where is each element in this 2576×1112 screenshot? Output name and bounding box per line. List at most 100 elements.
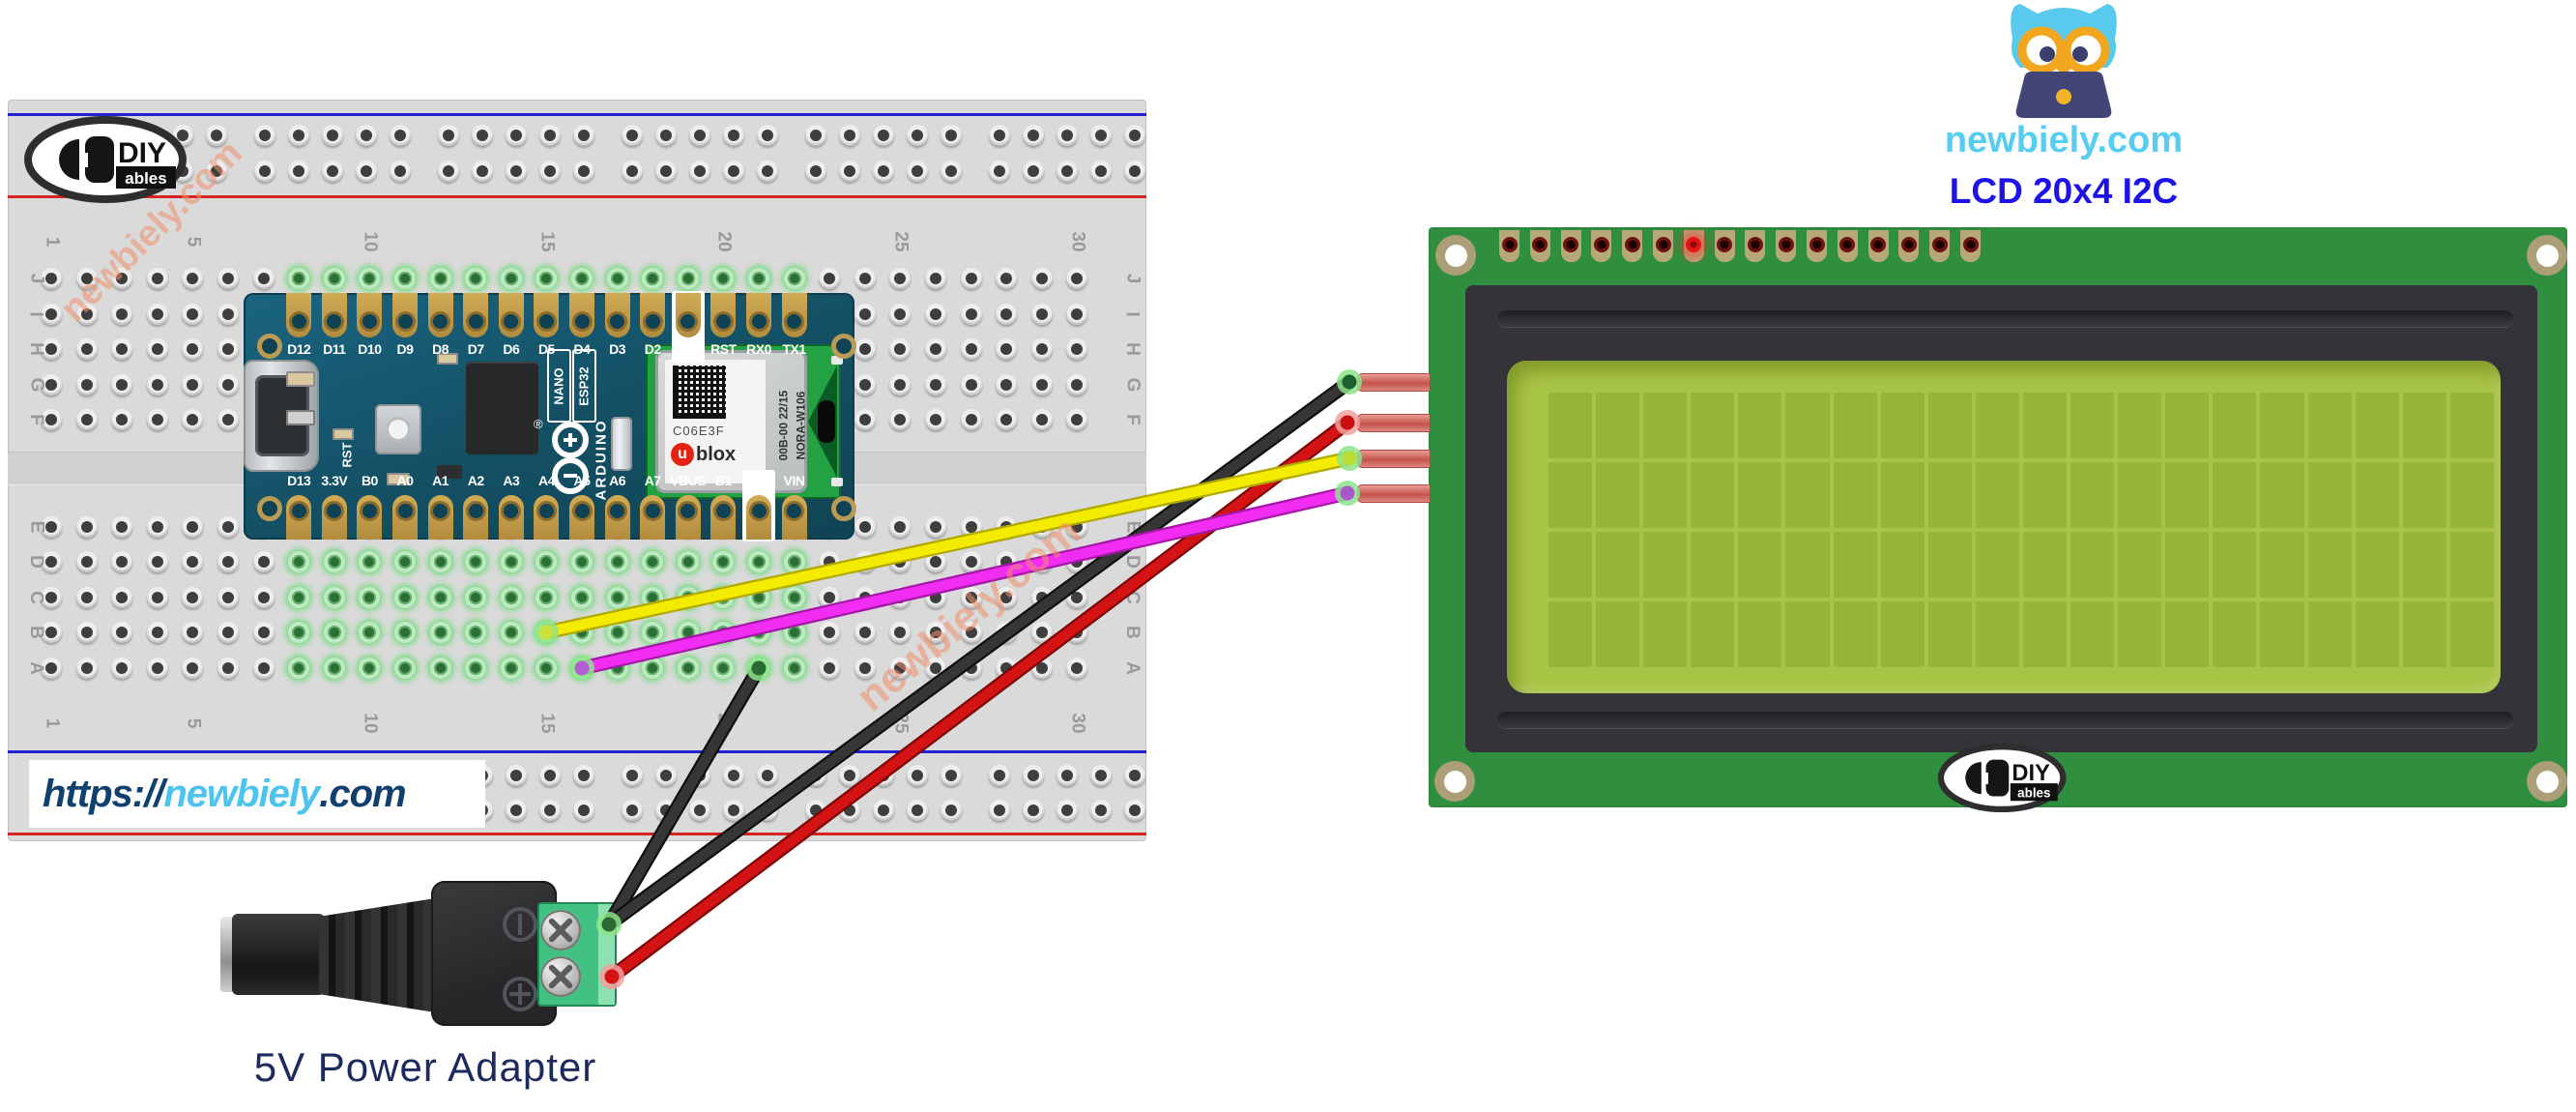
breadboard-hole (1030, 409, 1053, 430)
mount-hole (1435, 235, 1476, 276)
breadboard-hole-connected (323, 622, 345, 643)
char-cell (1596, 462, 1640, 528)
breadboard-hole (889, 268, 912, 289)
breadboard-hole-connected (642, 551, 664, 572)
lcd-header-pad (1529, 230, 1550, 262)
char-cell (2355, 462, 2399, 528)
breadboard-hole (75, 622, 98, 643)
breadboard-hole (539, 765, 561, 786)
pin-label: D3 (609, 341, 626, 357)
breadboard-hole (111, 268, 133, 289)
lcd-header-pad (1837, 230, 1858, 262)
wire-tip (1340, 415, 1355, 430)
breadboard-hole (573, 765, 594, 786)
char-cell (2118, 532, 2162, 598)
breadboard-hole (757, 125, 778, 146)
breadboard-hole (75, 338, 98, 360)
char-cell (1738, 462, 1782, 528)
char-cell (2165, 462, 2210, 528)
breadboard-hole (941, 161, 962, 182)
wire-tip (601, 917, 617, 932)
breadboard-hole-connected (465, 587, 487, 608)
breadboard-hole (854, 374, 876, 395)
breadboard-hole (573, 161, 594, 182)
char-cell (2307, 462, 2352, 528)
breadboard-hole (252, 268, 275, 289)
breadboard-hole (622, 125, 643, 146)
char-cell (2118, 601, 2162, 667)
breadboard-hole-connected (677, 268, 699, 289)
arduino-logo (552, 422, 589, 494)
arduino-pin-rst (710, 293, 737, 337)
breadboard-hole (252, 658, 275, 679)
breadboard-hole (960, 622, 982, 643)
i2c-pin (1357, 450, 1431, 468)
breadboard-hole (907, 800, 928, 821)
arduino-pin-a0 (392, 495, 418, 540)
breadboard-hole-connected (465, 268, 487, 289)
char-cell (2022, 393, 2068, 458)
char-cell (2213, 462, 2257, 528)
char-cell (2307, 532, 2352, 598)
char-cell (1975, 393, 2019, 458)
breadboard-hole (996, 338, 1018, 360)
breadboard-hole (573, 125, 594, 146)
arduino-pin-a6 (604, 495, 630, 540)
char-cell (1548, 462, 1593, 528)
pin-label: RX0 (746, 341, 771, 357)
breadboard-hole (989, 800, 1010, 821)
breadboard-hole (111, 587, 133, 608)
mcu-chip (466, 362, 538, 454)
char-cell (2449, 601, 2494, 667)
char-cell (2213, 532, 2257, 598)
pin-label: D5 (537, 341, 555, 357)
char-cell (1833, 532, 1877, 598)
breadboard-hole-connected (748, 551, 769, 572)
char-cell (1927, 462, 1972, 528)
breadboard-hole (75, 658, 98, 679)
breadboard-hole (889, 622, 912, 643)
breadboard-hole-connected (606, 587, 628, 608)
wire-tip (1342, 451, 1357, 466)
breadboard-hole-connected (288, 622, 310, 643)
char-cell (2070, 462, 2115, 528)
power-5v-adapter-to-lcd (606, 417, 1353, 982)
breadboard-hole (322, 161, 343, 182)
char-cell (2355, 601, 2399, 667)
breadboard-hole (941, 800, 962, 821)
breadboard-hole (819, 622, 841, 643)
breadboard-hole-connected (394, 622, 416, 643)
pin-label: A2 (467, 473, 484, 488)
breadboard-hole (146, 587, 168, 608)
i2c-pin (1357, 484, 1431, 503)
breadboard-hole (539, 161, 561, 182)
breadboard-hole (506, 125, 527, 146)
svg-text:DIY: DIY (118, 137, 166, 169)
board-mount-hole (831, 496, 856, 521)
char-cell (1596, 601, 1640, 667)
reg-mark: ® (534, 417, 543, 431)
board-mount-hole (257, 496, 282, 521)
breadboard-hole (75, 304, 98, 325)
breadboard-hole (854, 516, 876, 538)
breadboard-hole (907, 125, 928, 146)
arduino-pin-d11 (321, 293, 347, 337)
breadboard-hole (1030, 268, 1053, 289)
char-cell (1833, 601, 1877, 667)
breadboard-hole-connected (323, 268, 345, 289)
breadboard-hole (182, 374, 204, 395)
mount-hole (2527, 235, 2567, 276)
arduino-pin-a7 (640, 495, 666, 540)
breadboard-hole (217, 516, 239, 538)
breadboard-hole-connected (500, 551, 522, 572)
arduino-pin-d10 (357, 293, 383, 337)
breadboard-hole (1023, 161, 1044, 182)
breadboard-hole (41, 658, 62, 679)
breadboard-hole (960, 268, 982, 289)
arduino-pin-gnd (746, 495, 771, 540)
breadboard-hole (539, 800, 561, 821)
breadboard-hole (1090, 125, 1112, 146)
char-cell (2402, 393, 2446, 458)
arduino-pin-a1 (427, 495, 453, 540)
breadboard-hole (889, 304, 912, 325)
